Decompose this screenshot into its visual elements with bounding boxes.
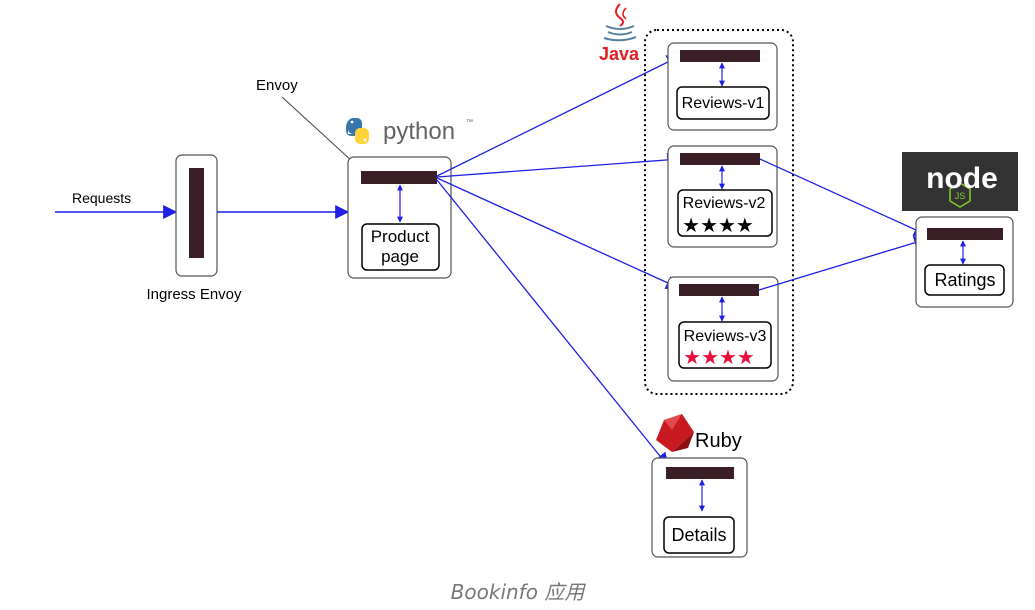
reviews-group-border [644,29,794,395]
details-proxy-bar [666,467,734,479]
product-to-details-arrow [436,179,669,467]
reviews-v2-to-ratings-arrow [759,158,929,237]
details-label: Details [671,525,726,545]
reviews-v3-proxy-bar [679,284,759,296]
reviews-v1-label: Reviews-v1 [682,95,765,112]
productpage-proxy-bar [361,171,437,184]
ruby-logo-text: Ruby [695,430,742,452]
envoy-label: Envoy [256,77,298,94]
reviews-v2-service-box [677,189,773,237]
reviews-v1-proxy-bar [680,50,760,62]
ratings-label: Ratings [934,270,995,290]
product-to-reviews-v3-arrow [436,177,681,290]
nodejs-js-text: JS [955,191,966,201]
ratings-service-box [924,264,1005,296]
requests-label: Requests [72,190,131,206]
product-to-reviews-v1-arrow [436,55,682,177]
details-service-box [663,516,735,554]
python-logo-text: python [383,118,455,145]
productpage-label-line2: page [381,247,419,266]
java-logo-text: Java [599,44,640,64]
reviews-v1-service-box [676,86,770,120]
product-to-reviews-v2-arrow [436,152,682,178]
productpage-service-box [361,223,440,271]
nodejs-logo-text: node [926,162,998,195]
productpage-label-line1: Product [371,227,430,246]
java-logo-icon [603,3,637,42]
reviews-v2-black-stars: ★★★★ [682,215,754,237]
python-tm-mark: ™ [466,119,473,126]
ratings-proxy-bar [927,228,1003,240]
ingress-proxy-bar [189,168,204,258]
ruby-logo-icon [656,414,694,452]
reviews-v3-service-box [678,321,772,369]
reviews-v2-label: Reviews-v2 [683,195,766,212]
nodejs-logo-icon [902,152,1018,211]
reviews-v3-label: Reviews-v3 [684,328,767,345]
diagram-caption: Bookinfo 应用 [450,580,585,604]
reviews-v3-to-ratings-arrow [758,236,929,291]
reviews-v3-red-stars: ★★★★ [683,347,755,369]
reviews-v2-proxy-bar [680,153,760,165]
python-logo-icon [346,118,369,144]
ingress-envoy-label: Ingress Envoy [146,286,242,303]
